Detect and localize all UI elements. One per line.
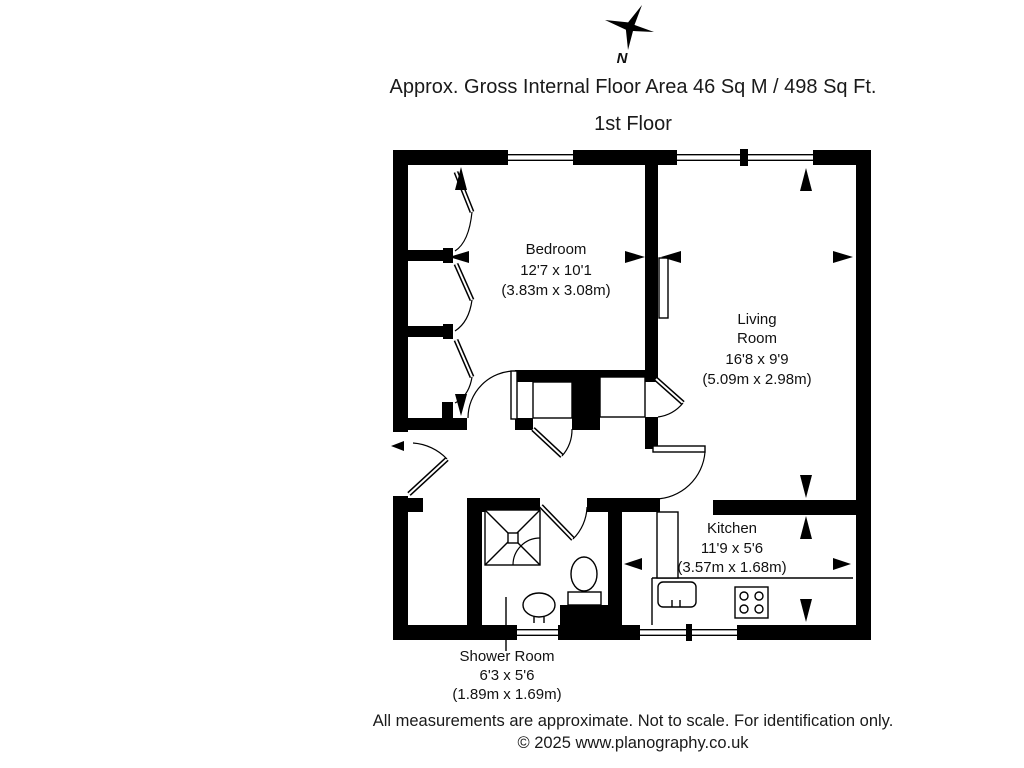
page-title: Approx. Gross Internal Floor Area 46 Sq … xyxy=(389,76,877,98)
bedroom-metric: (3.83m x 3.08m) xyxy=(501,282,610,299)
wall xyxy=(515,418,533,430)
tall-unit xyxy=(656,511,679,579)
living-room-metric: (5.09m x 2.98m) xyxy=(702,371,811,388)
kitchen-arrow-down xyxy=(800,599,812,622)
compass-icon: N xyxy=(605,5,654,67)
toilet xyxy=(567,556,602,606)
cupboard xyxy=(532,381,573,419)
wall xyxy=(856,150,871,640)
kitchen-label: Kitchen 11'9 x 5'6 (3.57m x 1.68m) xyxy=(677,520,786,576)
kitchen-sink xyxy=(657,581,697,608)
wall xyxy=(467,498,540,512)
entrance-opening xyxy=(391,432,410,496)
wardrobe-bifold-doors xyxy=(453,171,475,404)
shower-room-window xyxy=(517,624,558,641)
entrance-door xyxy=(407,442,449,496)
window-mullion xyxy=(686,624,692,641)
doors xyxy=(407,171,706,541)
kitchen-arrow-up xyxy=(800,516,812,539)
wall xyxy=(560,605,608,625)
kitchen-imperial: 11'9 x 5'6 xyxy=(701,540,763,557)
bedroom-name: Bedroom xyxy=(526,241,587,258)
kitchen-arrow-right xyxy=(833,558,851,570)
compass-north-label: N xyxy=(617,50,629,67)
living-arrow-up xyxy=(800,168,812,191)
basin xyxy=(522,592,556,623)
hob xyxy=(734,586,769,619)
kitchen-door xyxy=(652,445,706,500)
dimension-arrows xyxy=(391,167,853,622)
entrance-arrow xyxy=(391,441,404,451)
wall xyxy=(442,402,453,418)
radiator xyxy=(658,257,669,319)
shower-room-name: Shower Room xyxy=(459,648,554,665)
shower-room-door xyxy=(539,504,588,541)
wall xyxy=(645,165,658,375)
copyright-text: © 2025 www.planography.co.uk xyxy=(517,734,749,752)
wall xyxy=(608,510,622,625)
living-room-imperial: 16'8 x 9'9 xyxy=(725,351,788,368)
living-arrow-left xyxy=(661,251,681,263)
floor-label: 1st Floor xyxy=(594,113,672,135)
shower-room-metric: (1.89m x 1.69m) xyxy=(452,686,561,703)
living-room-name-line1: Living xyxy=(737,311,776,328)
bedroom-arrow-up xyxy=(455,167,467,190)
window-mullion xyxy=(740,149,748,166)
kitchen-arrow-left xyxy=(624,558,642,570)
shower-room-imperial: 6'3 x 5'6 xyxy=(480,667,535,684)
wall xyxy=(443,248,453,263)
fixtures xyxy=(484,257,853,625)
kitchen-metric: (3.57m x 1.68m) xyxy=(677,559,786,576)
living-room-label: Living Room 16'8 x 9'9 (5.09m x 2.98m) xyxy=(702,311,811,388)
wall xyxy=(572,370,600,430)
room-labels: Bedroom 12'7 x 10'1 (3.83m x 3.08m) Livi… xyxy=(452,241,811,703)
wall xyxy=(408,250,446,261)
living-room-name-line2: Room xyxy=(737,330,777,347)
wall xyxy=(443,324,453,339)
wall xyxy=(587,498,660,512)
living-arrow-down xyxy=(800,475,812,498)
wall xyxy=(408,418,467,430)
living-arrow-right xyxy=(833,251,853,263)
bedroom-door xyxy=(467,370,518,420)
bedroom-imperial: 12'7 x 10'1 xyxy=(520,262,592,279)
compass-star xyxy=(605,5,654,50)
bedroom-arrow-left xyxy=(449,251,469,263)
bedroom-window xyxy=(508,149,573,166)
wall xyxy=(393,625,871,640)
bedroom-label: Bedroom 12'7 x 10'1 (3.83m x 3.08m) xyxy=(501,241,610,299)
kitchen-name: Kitchen xyxy=(707,520,757,537)
living-room-door xyxy=(654,377,685,418)
wall xyxy=(408,326,446,337)
shower-room-label: Shower Room 6'3 x 5'6 (1.89m x 1.69m) xyxy=(452,648,561,703)
disclaimer-text: All measurements are approximate. Not to… xyxy=(372,712,894,730)
door-recess xyxy=(599,376,646,418)
openings xyxy=(391,149,813,641)
wall xyxy=(408,498,423,512)
wall xyxy=(393,150,408,640)
wall xyxy=(467,498,482,625)
bedroom-arrow-right xyxy=(625,251,645,263)
wall xyxy=(713,500,856,515)
cupboard-door xyxy=(531,427,573,458)
shower-tray xyxy=(484,509,541,566)
bedroom-arrow-down xyxy=(455,394,467,416)
wall xyxy=(645,417,658,449)
counter xyxy=(651,577,853,625)
